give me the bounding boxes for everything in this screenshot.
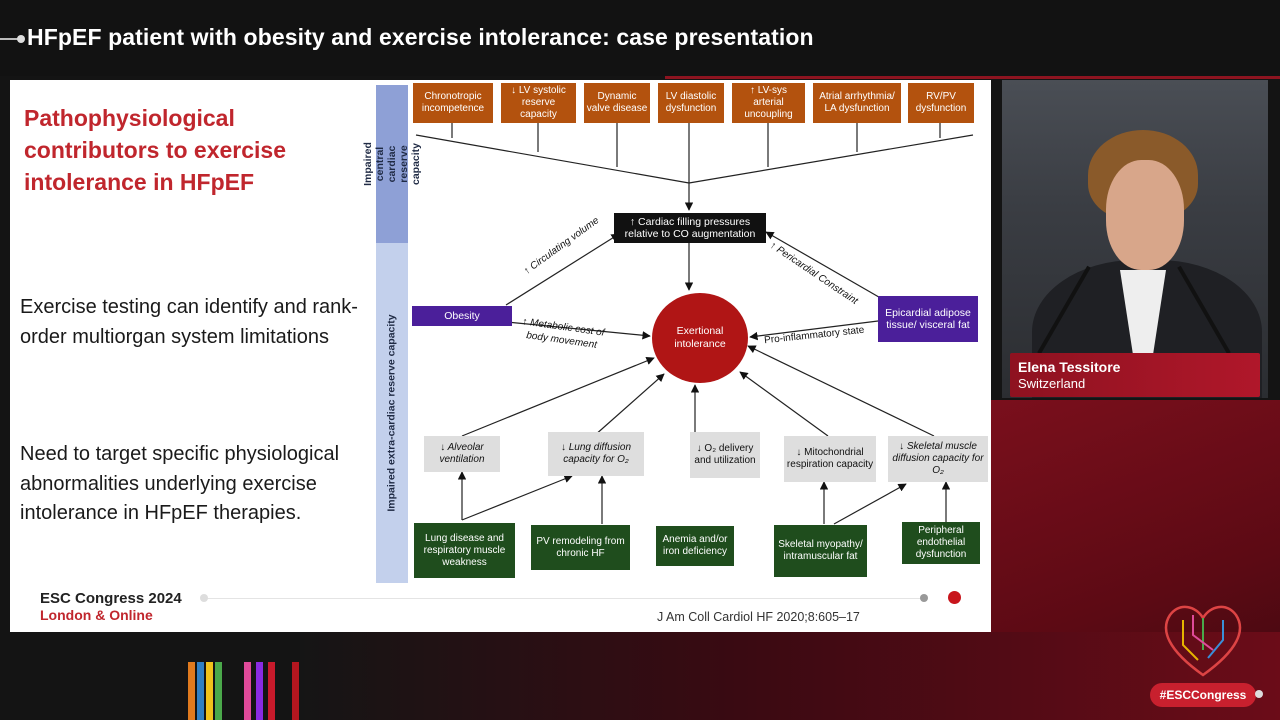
central-box: Dynamic valve disease [584, 83, 650, 123]
central-box: LV diastolic dysfunction [658, 83, 724, 123]
axis-bar-central [376, 85, 408, 243]
central-box: RV/PV dysfunction [908, 83, 974, 123]
lung-diffusion-box: ↓ Lung diffusion capacity for O₂ [548, 432, 644, 476]
epicardial-fat-box: Epicardial adipose tissue/ visceral fat [878, 296, 978, 342]
axis-extra-label: Impaired extra-cardiac reserve capacity [386, 314, 399, 512]
central-box: Atrial arrhythmia/ LA dysfunction [813, 83, 901, 123]
o2-delivery-box: ↓ O₂ delivery and utilization [690, 432, 760, 478]
title-bar: HFpEF patient with obesity and exercise … [0, 0, 1280, 76]
background-lower-gradient [300, 632, 1280, 720]
page-title: HFpEF patient with obesity and exercise … [27, 24, 814, 50]
alveolar-ventilation-box: ↓ Alveolar ventilation [424, 436, 500, 472]
skeletal-diffusion-box: ↓ Skeletal muscle diffusion capacity for… [888, 436, 988, 482]
decor-stripe [206, 662, 213, 720]
anemia-box: Anemia and/or iron deficiency [656, 526, 734, 566]
speaker-name: Elena Tessitore [1018, 359, 1121, 375]
obesity-box: Obesity [412, 306, 512, 326]
slide-bullet: Need to target specific physiological ab… [20, 443, 340, 524]
decor-stripe [292, 662, 299, 720]
central-box: Chronotropic incompetence [413, 83, 493, 123]
decor-stripe [268, 662, 275, 720]
pathophysiology-diagram: Impaired central cardiac reserve capacit… [362, 80, 991, 585]
central-box: ↑ LV-sys arterial uncoupling [732, 83, 805, 123]
exertional-intolerance-circle: Exertional intolerance [652, 293, 748, 383]
slide-heading: Pathophysiological contributors to exerc… [24, 105, 287, 195]
central-box: ↓ LV systolic reserve capacity [501, 83, 576, 123]
diagram-connectors [415, 123, 974, 525]
slide-progress-dot [920, 594, 928, 602]
axis-central-label-wrap: Impaired central cardiac reserve capacit… [362, 85, 422, 243]
esc-logo-title: ESC Congress 2024 [40, 590, 182, 607]
slide-progress-end-dot [948, 591, 961, 604]
decor-stripe [188, 662, 195, 720]
speaker-face [1106, 160, 1184, 270]
citation: J Am Coll Cardiol HF 2020;8:605–17 [657, 610, 860, 624]
presentation-slide: Pathophysiological contributors to exerc… [10, 80, 991, 632]
axis-central-label: Impaired central cardiac reserve capacit… [362, 142, 423, 186]
endothelial-box: Peripheral endothelial dysfunction [902, 522, 980, 564]
esc-logo-subtitle: London & Online [40, 607, 153, 623]
hashtag-badge: #ESCCongress [1150, 683, 1256, 707]
decor-stripe [215, 662, 222, 720]
title-underline [665, 76, 1280, 79]
decor-stripe [197, 662, 204, 720]
axis-extra-label-wrap: Impaired extra-cardiac reserve capacity [376, 243, 408, 583]
slide-progress-track [205, 598, 925, 599]
hashtag-dot-icon [1255, 690, 1263, 698]
filling-pressures-box: ↑ Cardiac filling pressures relative to … [614, 213, 766, 243]
speaker-nameplate: Elena Tessitore Switzerland [1010, 353, 1260, 397]
decor-stripe [256, 662, 263, 720]
title-bullet-icon [0, 35, 25, 43]
esc-heart-logo-icon [1164, 605, 1242, 677]
slide-bullet: Exercise testing can identify and rank-o… [20, 296, 358, 348]
axis-bar-extra [376, 243, 408, 583]
speaker-country: Switzerland [1018, 376, 1086, 391]
mitochondrial-box: ↓ Mitochondrial respiration capacity [784, 436, 876, 482]
lung-disease-box: Lung disease and respiratory muscle weak… [414, 523, 515, 578]
pv-remodeling-box: PV remodeling from chronic HF [531, 525, 630, 570]
slide-progress-start-dot [200, 594, 208, 602]
decor-stripe [244, 662, 251, 720]
speaker-video [1002, 80, 1268, 398]
skeletal-myopathy-box: Skeletal myopathy/ intramuscular fat [774, 525, 867, 577]
